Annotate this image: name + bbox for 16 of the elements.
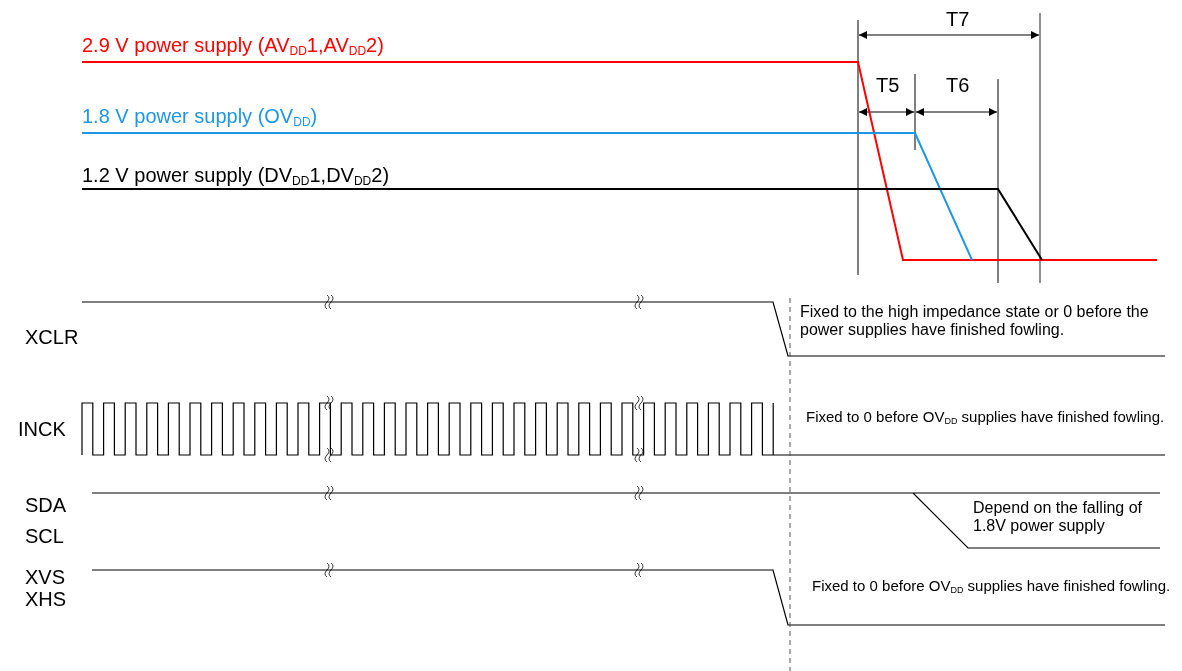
- signal-label: 2.9 V power supply (AV$_{DD}$1,AV$_{DD}$2): [82, 34, 384, 59]
- signal-label: 1.8 V power supply (OV$_{DD}$): [82, 105, 318, 130]
- note-text: Fixed to 0 before OV$_{DD}$ supplies have finished fowling.: [806, 408, 1166, 427]
- signal-label: SCL: [25, 525, 64, 548]
- signal-label: XCLR: [25, 326, 79, 349]
- signal-label: 1.2 V power supply (DV$_{DD}$1,DV$_{DD}$2): [82, 164, 390, 189]
- timing-label: T5: [876, 74, 900, 97]
- signal-label: SDA: [25, 494, 67, 517]
- signal-label: XVS: [25, 566, 66, 589]
- note-text: Depend on the falling of 1.8V power supply: [973, 499, 1143, 536]
- timing-label: T7: [946, 8, 970, 31]
- timing-label: T6: [946, 74, 970, 97]
- note-text: Fixed to the high impedance state or 0 before the power supplies have finished fowling.: [800, 303, 1150, 340]
- signal-label: INCK: [18, 418, 66, 441]
- note-text: Fixed to 0 before OV$_{DD}$ supplies have finished fowling.: [812, 577, 1172, 596]
- signal-label: XHS: [25, 588, 67, 611]
